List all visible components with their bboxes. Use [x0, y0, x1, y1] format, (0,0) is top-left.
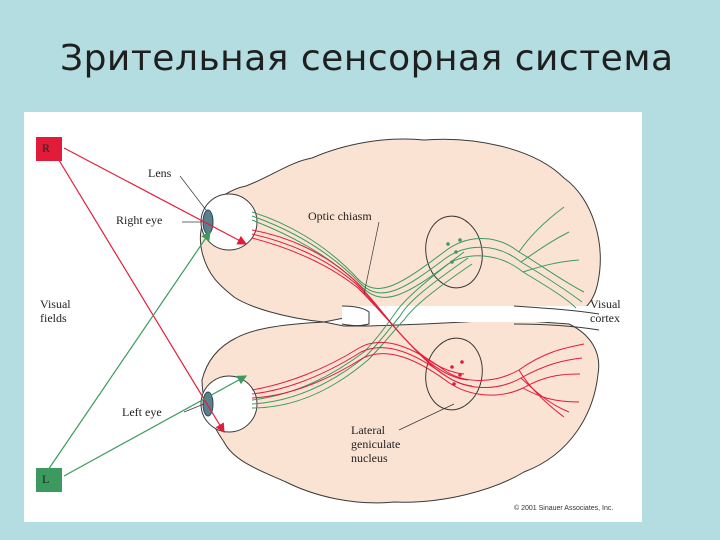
left-field-label: L	[42, 472, 49, 486]
lens-label: Lens	[148, 167, 171, 180]
right-field-label: R	[42, 141, 50, 155]
copyright-notice: © 2001 Sinauer Associates, Inc.	[514, 505, 613, 512]
slide-title: Зрительная сенсорная система	[60, 38, 674, 79]
right-eye-label: Right eye	[116, 214, 162, 227]
right-field-box: R	[36, 137, 62, 161]
visual-cortex-label-line2: cortex	[590, 312, 620, 325]
lgn-label-line2: geniculate	[351, 438, 400, 451]
visual-cortex-label-line1: Visual	[590, 298, 621, 311]
visual-fields-label-line1: Visual	[40, 298, 71, 311]
left-hemisphere	[202, 320, 599, 503]
visual-pathway-figure: R L Lens Right eye Left eye Visual field…	[24, 112, 642, 522]
visual-fields-label-line2: fields	[40, 312, 67, 325]
visual-pathway-diagram	[24, 112, 642, 522]
lgn-label-line1: Lateral	[351, 424, 385, 437]
left-field-box: L	[36, 468, 62, 492]
lgn-label-line3: nucleus	[351, 452, 388, 465]
optic-chiasm-label: Optic chiasm	[308, 210, 372, 223]
left-eye-label: Left eye	[122, 406, 162, 419]
